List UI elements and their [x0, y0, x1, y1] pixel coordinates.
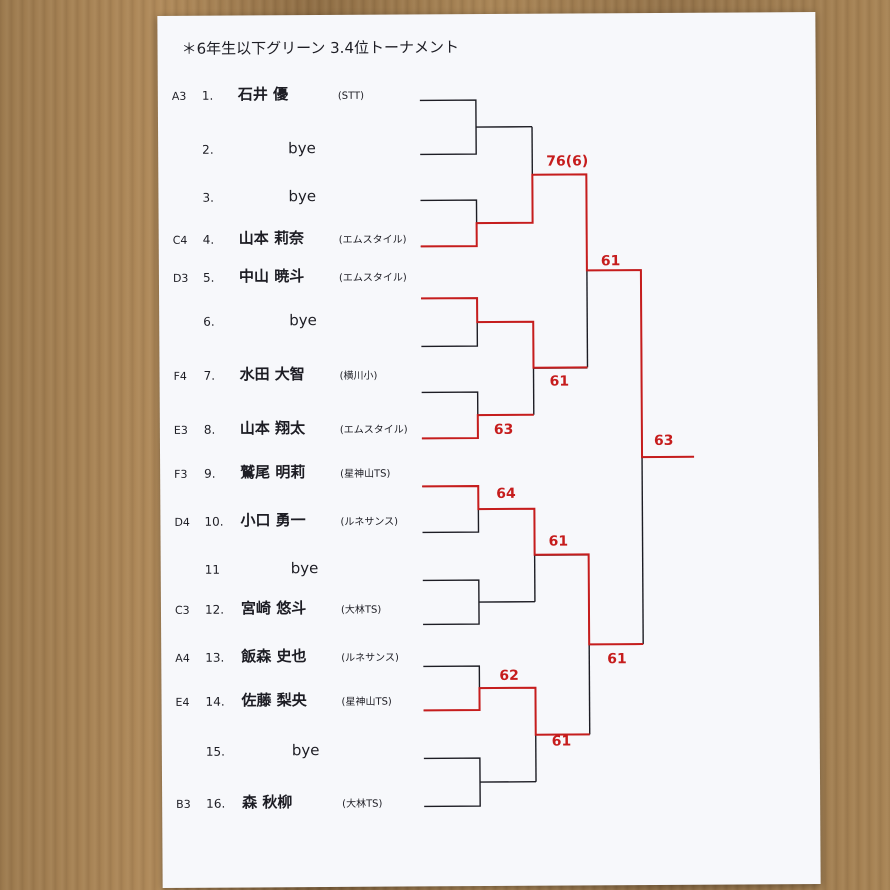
score-label: 76(6)	[546, 153, 588, 169]
entry-name: 森 秋柳	[242, 793, 292, 811]
entry-number: 5.	[203, 271, 215, 285]
entry-name: 飯森 史也	[240, 647, 306, 665]
entry-number: 12.	[205, 603, 224, 617]
entry-club: (星神山TS)	[340, 467, 390, 480]
tournament-bracket-sheet: ＊6年生以下グリーン 3.4位トーナメント A3 1. 石井 優 (STT) 2. bye…	[157, 11, 821, 889]
entry-name: 石井 優	[237, 85, 289, 103]
entry-bye: bye	[291, 559, 319, 577]
entry-number: 15.	[206, 745, 225, 759]
score-label: 63	[654, 433, 674, 449]
entry-number: 10.	[204, 515, 223, 529]
score-label: 61	[550, 374, 570, 390]
score-label: 61	[552, 734, 572, 750]
entry-number: 11	[205, 563, 220, 577]
entry-seed: B3	[176, 798, 191, 811]
bracket-line	[422, 485, 480, 534]
entry-seed: F4	[174, 370, 187, 383]
entry-bye: bye	[289, 311, 317, 329]
entry-seed: E4	[175, 696, 189, 709]
bracket-line	[421, 297, 479, 348]
entry-club: (ルネサンス)	[341, 652, 399, 664]
score-label: 63	[494, 422, 514, 438]
score-label: 61	[601, 253, 621, 269]
winner-path-line	[421, 297, 588, 369]
entry-name: 山本 翔太	[240, 419, 306, 437]
entry-name: 佐藤 梨央	[240, 691, 307, 709]
entry-seed: C4	[173, 234, 188, 247]
entry-seed: D3	[173, 272, 189, 285]
bracket-line	[422, 579, 480, 626]
entry-number: 13.	[205, 651, 224, 665]
entry-club: (エムスタイル)	[340, 423, 408, 435]
entry-number: 8.	[204, 423, 216, 437]
bracket-line	[421, 391, 479, 440]
entry-number: 6.	[203, 315, 215, 329]
entry-seed: A3	[172, 90, 187, 103]
entry-club: (エムスタイル)	[339, 271, 407, 283]
entry-club: (大林TS)	[341, 603, 381, 616]
entry-seed: D4	[174, 516, 190, 529]
score-label: 61	[607, 651, 627, 667]
entry-name: 小口 勇一	[240, 511, 305, 529]
entry-bye: bye	[292, 741, 320, 759]
entry-number: 16.	[206, 797, 225, 811]
entry-number: 4.	[203, 233, 215, 247]
entry-club: (エムスタイル)	[339, 233, 407, 245]
bracket-line	[420, 199, 478, 248]
entry-club: (横川小)	[340, 369, 378, 382]
entry-seed: F3	[174, 468, 187, 481]
entry-name: 宮崎 悠斗	[241, 599, 306, 617]
entry-name: 中山 暁斗	[239, 267, 304, 285]
entry-seed: E3	[174, 424, 188, 437]
entry-seed: C3	[175, 604, 190, 617]
entry-name: 水田 大智	[239, 365, 304, 383]
score-label: 62	[499, 668, 519, 684]
winner-path-line	[423, 686, 590, 736]
entry-number: 14.	[205, 695, 224, 709]
entry-club: (星神山TS)	[341, 695, 391, 708]
bracket-line	[423, 665, 481, 712]
entry-number: 9.	[204, 467, 216, 481]
entry-number: 3.	[202, 191, 214, 205]
entry-number: 1.	[202, 89, 214, 103]
winner-path-line	[421, 413, 534, 440]
entry-seed: A4	[175, 652, 190, 665]
bracket-line	[419, 99, 477, 156]
sheet-title: ＊6年生以下グリーン 3.4位トーナメント	[181, 38, 459, 58]
entry-club: (大林TS)	[342, 797, 382, 810]
winner-path-line	[420, 173, 695, 459]
score-label: 61	[549, 534, 569, 550]
entry-number: 7.	[203, 369, 215, 383]
bracket-line	[423, 757, 481, 808]
entry-bye: bye	[288, 187, 316, 205]
bracket-drawing: ＊6年生以下グリーン 3.4位トーナメント A3 1. 石井 優 (STT) 2. bye…	[172, 38, 695, 812]
entry-club: (ルネサンス)	[340, 516, 398, 528]
entry-name: 山本 莉奈	[239, 229, 305, 247]
winner-path-line	[422, 485, 644, 646]
entry-club: (STT)	[338, 91, 364, 102]
entry-name: 鷲尾 明莉	[240, 463, 305, 481]
entry-number: 2.	[202, 143, 214, 157]
score-label: 64	[496, 486, 516, 502]
bracket-lines	[419, 99, 695, 808]
entry-bye: bye	[288, 139, 316, 157]
match-scores: 76(6) 61 63 64 61 62 61 61 61 63	[494, 153, 674, 750]
